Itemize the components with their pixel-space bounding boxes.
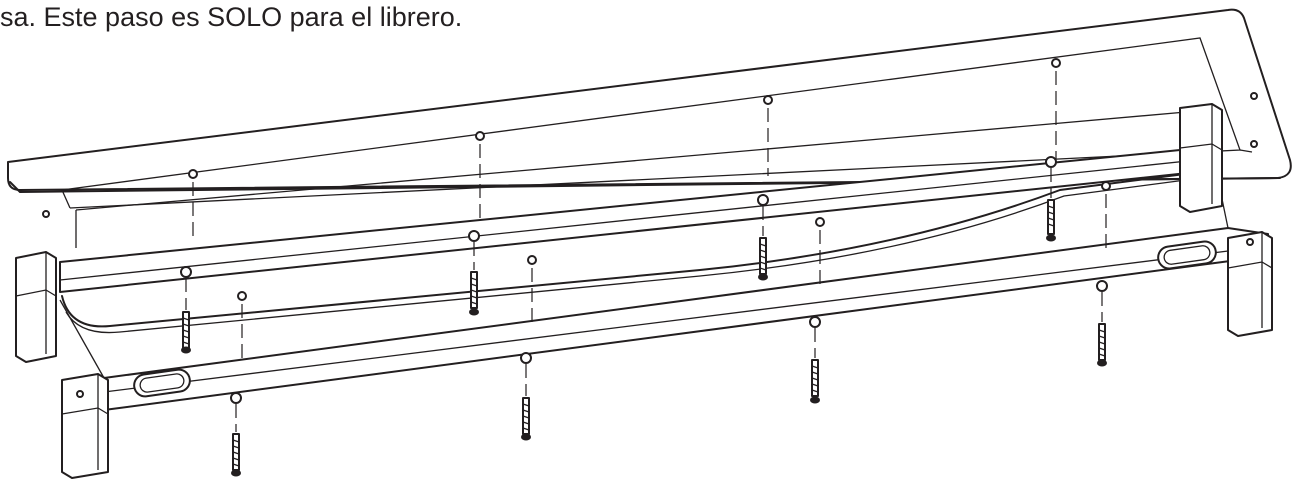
screw bbox=[231, 404, 241, 477]
handle-slot-left bbox=[133, 368, 191, 398]
instruction-text: sa. Este paso es SOLO para el librero. bbox=[0, 2, 463, 32]
screw bbox=[521, 364, 531, 441]
rail-holes bbox=[76, 156, 1254, 404]
top-shelf-holes bbox=[42, 58, 1258, 240]
leg-front-left bbox=[61, 373, 109, 479]
handle-slot-right bbox=[1157, 240, 1217, 270]
screw bbox=[469, 242, 479, 316]
leg-front-right bbox=[1227, 231, 1273, 337]
apron-curve bbox=[61, 169, 1217, 328]
top-shelf-board bbox=[7, 8, 1292, 248]
screw bbox=[181, 278, 191, 354]
leg-back-left bbox=[15, 251, 57, 363]
screw bbox=[1097, 292, 1107, 367]
leg-back-right bbox=[1179, 103, 1223, 213]
screw bbox=[1046, 168, 1056, 242]
screw bbox=[810, 328, 820, 404]
screw bbox=[758, 206, 768, 281]
